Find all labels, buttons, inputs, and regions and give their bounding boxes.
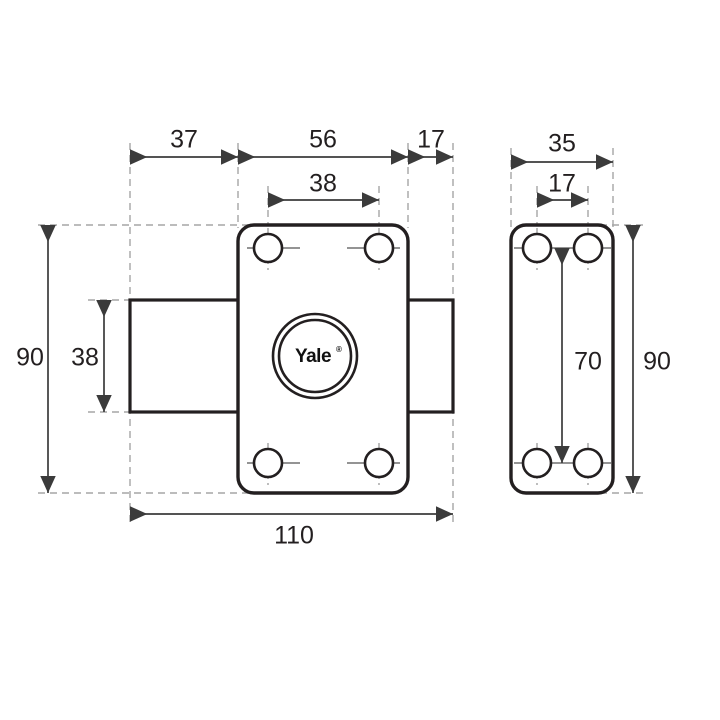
dim-label-side-overall-height: 90 bbox=[643, 348, 671, 376]
left-bolt-arm bbox=[128, 298, 242, 414]
dim-label-front-left-offset: 37 bbox=[170, 126, 198, 154]
dim-label-side-hole-spacing-vertical: 70 bbox=[574, 348, 602, 376]
dim-label-front-body-width: 56 bbox=[309, 126, 337, 154]
fixing-hole-top-right bbox=[363, 232, 395, 264]
dim-label-front-overall-height: 90 bbox=[16, 344, 44, 372]
dimension-labels: 37 56 17 38 90 38 110 35 17 70 90 bbox=[16, 126, 671, 550]
dim-label-front-bolt-height: 38 bbox=[71, 344, 99, 372]
dim-label-front-right-offset: 17 bbox=[417, 126, 445, 154]
side-fixing-hole-bottom-left bbox=[521, 447, 553, 479]
yale-brand-logo: Yale bbox=[295, 346, 331, 367]
fixing-hole-bottom-left bbox=[252, 447, 284, 479]
dimension-lines bbox=[40, 149, 641, 522]
side-fixing-hole-top-left bbox=[521, 232, 553, 264]
right-bolt-arm bbox=[404, 298, 455, 414]
dim-label-front-hole-spacing: 38 bbox=[309, 170, 337, 198]
cylinder-escutcheon-inner bbox=[277, 318, 353, 394]
dim-label-side-hole-spacing: 17 bbox=[548, 170, 576, 198]
front-view: Yale ® bbox=[128, 223, 455, 495]
yale-registered-mark: ® bbox=[336, 345, 342, 354]
side-fixing-hole-top-right bbox=[572, 232, 604, 264]
dim-label-front-overall-width: 110 bbox=[274, 522, 314, 550]
fixing-hole-top-left bbox=[252, 232, 284, 264]
dim-label-side-overall-width: 35 bbox=[548, 130, 576, 158]
side-fixing-hole-bottom-right bbox=[572, 447, 604, 479]
fixing-hole-bottom-right bbox=[363, 447, 395, 479]
